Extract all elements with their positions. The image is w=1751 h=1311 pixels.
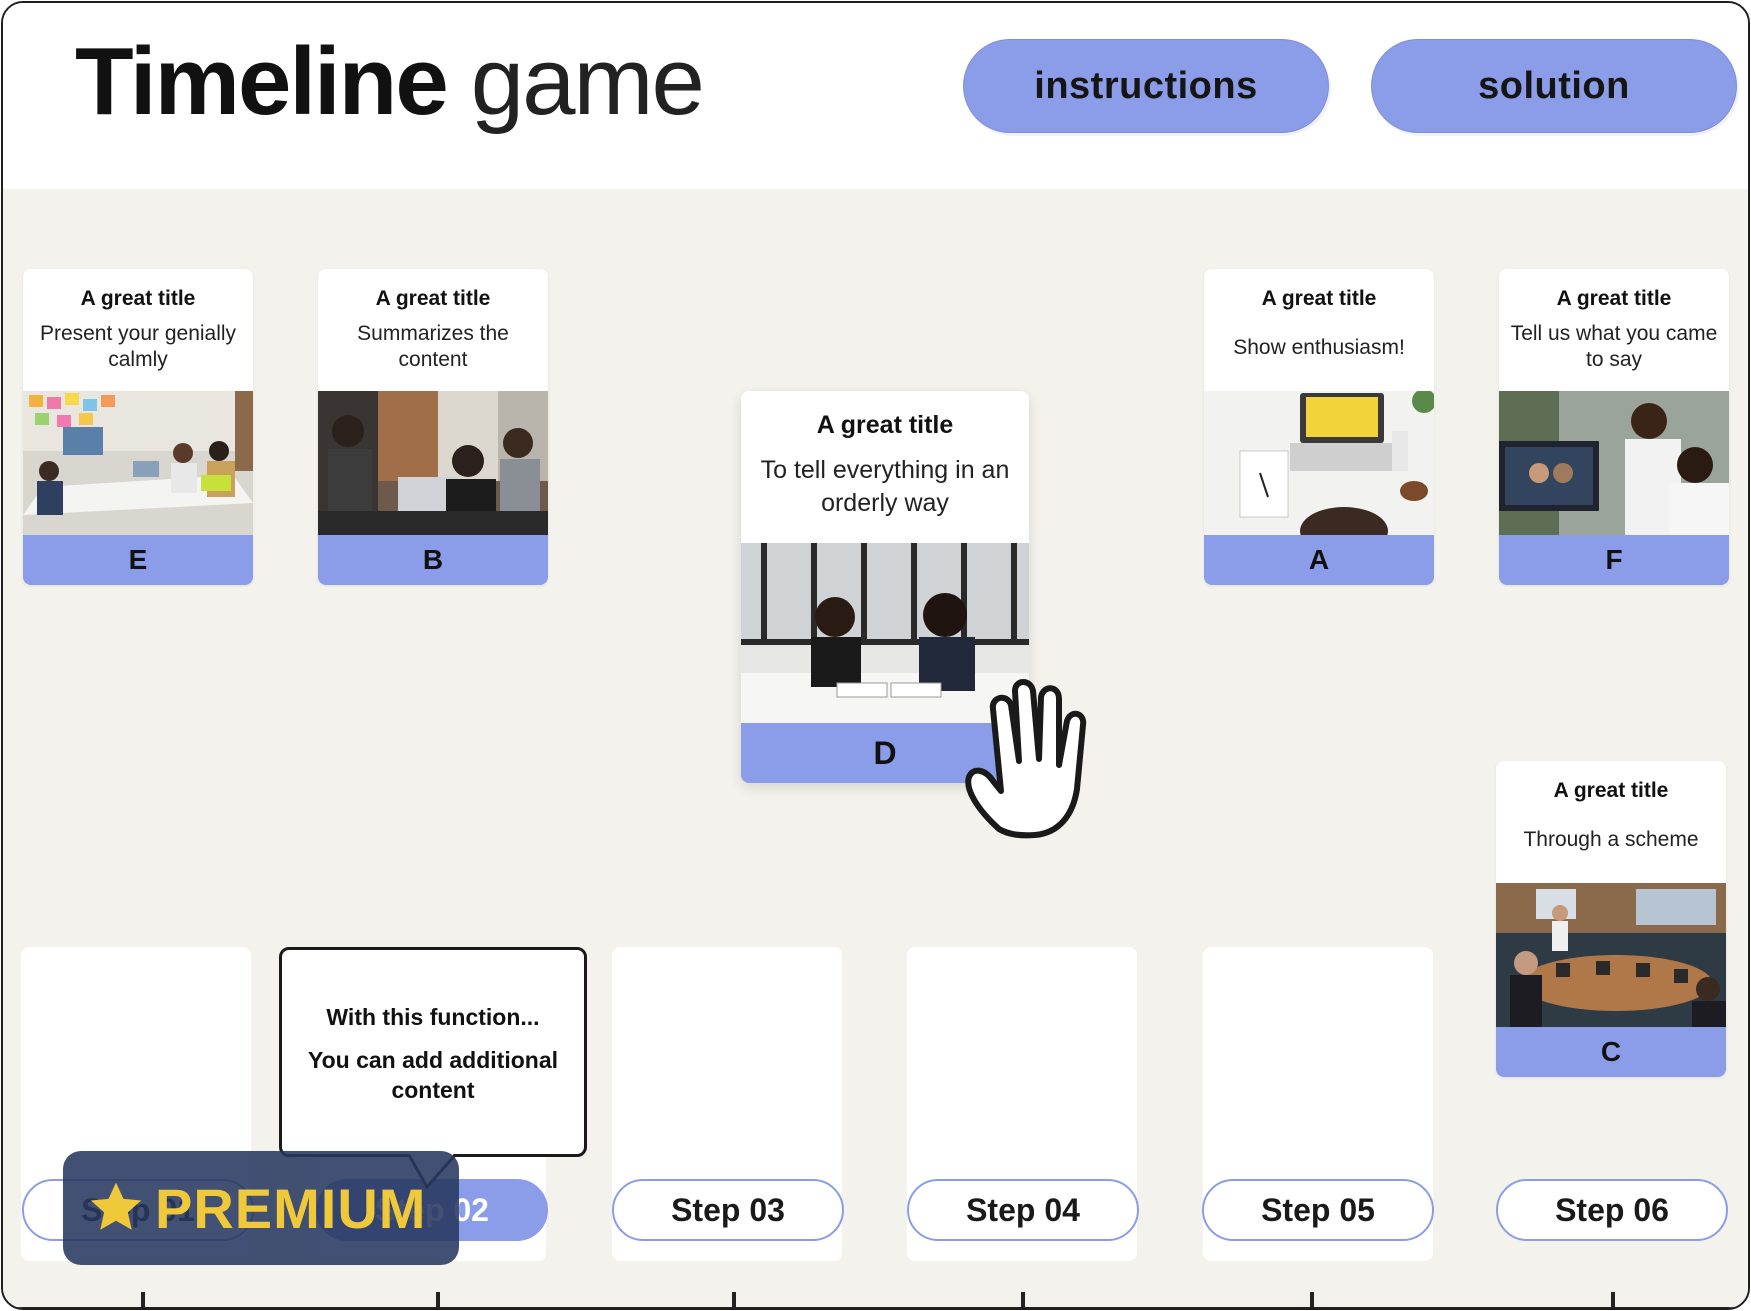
card-description: Present your genially calmly	[39, 322, 237, 371]
card-f[interactable]: A great title Tell us what you came to s…	[1499, 269, 1729, 585]
card-header: A great title To tell everything in an o…	[741, 391, 1029, 543]
title-bold: Timeline	[75, 28, 449, 135]
premium-label: PREMIUM	[155, 1176, 427, 1240]
card-title: A great title	[1553, 779, 1669, 802]
star-icon	[90, 1182, 142, 1230]
photo-illustration	[1204, 391, 1434, 535]
card-letter: B	[318, 535, 548, 585]
card-header: A great title Present your genially calm…	[23, 269, 253, 391]
card-a[interactable]: A great title Show enthusiasm! A	[1204, 269, 1434, 585]
card-description: To tell everything in an orderly way	[760, 456, 1010, 517]
photo-illustration	[318, 391, 548, 535]
photo-illustration	[1499, 391, 1729, 535]
card-photo-coworking	[318, 391, 548, 535]
card-title: A great title	[1556, 287, 1672, 310]
card-title: A great title	[816, 411, 954, 439]
timeline-axis	[11, 1307, 1747, 1308]
timeline-tick	[1611, 1292, 1615, 1308]
step-04[interactable]: Step 04	[907, 1179, 1139, 1241]
card-e[interactable]: A great title Present your genially calm…	[23, 269, 253, 585]
premium-badge[interactable]: PREMIUM	[63, 1151, 459, 1265]
card-title: A great title	[375, 287, 491, 310]
timeline-tick	[141, 1292, 145, 1308]
tooltip-heading: With this function...	[326, 1004, 540, 1030]
card-description: Tell us what you came to say	[1510, 322, 1718, 371]
info-tooltip: With this function... You can add additi…	[279, 947, 587, 1157]
timeline-tick	[1310, 1292, 1314, 1308]
step-03[interactable]: Step 03	[612, 1179, 844, 1241]
card-letter: A	[1204, 535, 1434, 585]
card-header: A great title Summarizes the content	[318, 269, 548, 391]
title-light: game	[470, 28, 705, 135]
photo-illustration	[23, 391, 253, 535]
card-photo-laptop-desk	[1204, 391, 1434, 535]
timeline-tick	[1021, 1292, 1025, 1308]
card-d[interactable]: A great title To tell everything in an o…	[741, 391, 1029, 783]
card-letter: E	[23, 535, 253, 585]
step-06[interactable]: Step 06	[1496, 1179, 1728, 1241]
hand-cursor-icon	[965, 679, 1087, 839]
card-description: Through a scheme	[1523, 828, 1699, 851]
timeline-tick	[436, 1292, 440, 1308]
card-photo-two-women	[741, 543, 1029, 723]
card-c[interactable]: A great title Through a scheme C	[1496, 761, 1726, 1077]
solution-button[interactable]: solution	[1371, 39, 1737, 133]
game-board: A great title Present your genially calm…	[3, 189, 1748, 1308]
card-b[interactable]: A great title Summarizes the content	[318, 269, 548, 585]
instructions-button[interactable]: instructions	[963, 39, 1329, 133]
card-header: A great title Tell us what you came to s…	[1499, 269, 1729, 391]
card-header: A great title Show enthusiasm!	[1204, 269, 1434, 391]
photo-illustration	[1496, 883, 1726, 1027]
card-description: Summarizes the content	[357, 322, 509, 371]
card-photo-doctors	[1499, 391, 1729, 535]
card-header: A great title Through a scheme	[1496, 761, 1726, 883]
card-letter: F	[1499, 535, 1729, 585]
card-title: A great title	[1261, 287, 1377, 310]
card-letter: C	[1496, 1027, 1726, 1077]
tooltip-body: You can add additional content	[307, 1047, 559, 1103]
card-photo-conference	[1496, 883, 1726, 1027]
step-05[interactable]: Step 05	[1202, 1179, 1434, 1241]
timeline-tick	[732, 1292, 736, 1308]
card-title: A great title	[80, 287, 196, 310]
card-description: Show enthusiasm!	[1233, 336, 1405, 359]
photo-illustration	[741, 543, 1029, 723]
card-photo-team-meeting	[23, 391, 253, 535]
